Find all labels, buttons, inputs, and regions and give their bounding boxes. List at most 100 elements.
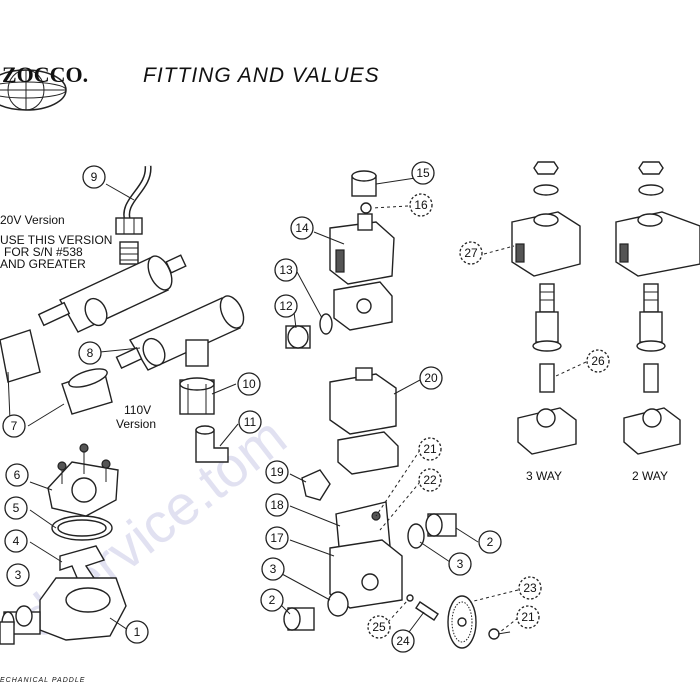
part-15-cap-nut: [351, 170, 377, 197]
callout-22: 22: [418, 468, 442, 492]
callout-1: 1: [125, 620, 149, 644]
callout-3-middle: 3: [261, 557, 285, 581]
svg-text:19: 19: [270, 465, 284, 479]
callout-6: 6: [5, 463, 29, 487]
two-way-valve-stack: [615, 161, 700, 455]
part-20-solenoid-valve: [329, 367, 399, 475]
svg-text:3: 3: [457, 557, 464, 571]
callout-2-middle: 2: [260, 588, 284, 612]
part-5-gasket: [51, 515, 113, 541]
part-2-fitting-middle: [283, 607, 315, 631]
three-way-valve-stack: [511, 161, 581, 455]
part-19-elbow-fitting: [301, 469, 331, 501]
svg-text:25: 25: [372, 620, 386, 634]
part-21-screw: [488, 628, 511, 640]
svg-text:13: 13: [279, 263, 293, 277]
callout-8: 8: [78, 341, 102, 365]
callout-17: 17: [265, 526, 289, 550]
part-16-ball: [360, 202, 372, 214]
svg-text:5: 5: [13, 501, 20, 515]
leader-lines: [7, 176, 587, 637]
part-9-steam-pipe: [115, 165, 152, 265]
part-3-seal-middle: [327, 591, 349, 617]
part-6-cover-plate: [47, 443, 119, 517]
callout-12: 12: [274, 294, 298, 318]
part-8-110v-element: [115, 295, 245, 371]
svg-text:11: 11: [244, 415, 257, 429]
svg-text:27: 27: [464, 246, 478, 260]
part-2-fitting-right: [425, 513, 457, 537]
part-11-elbow-fitting: [195, 425, 229, 463]
part-12-fitting: [285, 325, 311, 349]
callout-10: 10: [237, 372, 261, 396]
svg-text:3: 3: [15, 568, 22, 582]
svg-text:20: 20: [424, 371, 438, 385]
part-17-valve-block: [329, 539, 403, 609]
svg-text:2: 2: [487, 535, 494, 549]
svg-text:8: 8: [87, 346, 94, 360]
svg-text:9: 9: [91, 170, 98, 184]
callout-26: 26: [586, 349, 610, 373]
svg-text:24: 24: [396, 634, 410, 648]
svg-text:18: 18: [270, 498, 284, 512]
svg-text:6: 6: [14, 468, 21, 482]
callout-23: 23: [518, 576, 542, 600]
brand-logo: ZOCCO.: [0, 62, 88, 111]
callout-27: 27: [459, 241, 483, 265]
svg-text:16: 16: [414, 198, 428, 212]
callout-2-right: 2: [478, 530, 502, 554]
part-24-adjust-screw: [415, 601, 439, 621]
svg-text:3: 3: [270, 562, 277, 576]
callout-18: 18: [265, 493, 289, 517]
svg-text:14: 14: [295, 221, 309, 235]
callout-25: 25: [367, 615, 391, 639]
note-220v-line3: AND GREATER: [0, 257, 86, 271]
note-220v-line2: FOR S/N #538: [4, 245, 83, 259]
svg-text:10: 10: [242, 377, 256, 391]
svg-text:12: 12: [279, 299, 293, 313]
callout-14: 14: [290, 216, 314, 240]
svg-text:15: 15: [416, 166, 430, 180]
callout-21-upper: 21: [418, 437, 442, 461]
part-7-insulators: [0, 329, 113, 415]
callout-16: 16: [409, 193, 433, 217]
svg-text:2: 2: [269, 593, 276, 607]
part-3-seal-left: [15, 605, 33, 627]
callout-5: 5: [4, 496, 28, 520]
note-110v-line1: 110V: [124, 403, 151, 417]
part-13-o-ring: [319, 313, 333, 335]
note-220v-title: 20V Version: [0, 213, 65, 227]
callout-7: 7: [2, 414, 26, 438]
callout-15: 15: [411, 161, 435, 185]
label-3-way: 3 WAY: [526, 469, 562, 483]
svg-text:7: 7: [11, 419, 18, 433]
brand-name: ZOCCO.: [2, 62, 88, 87]
callout-24: 24: [391, 629, 415, 653]
callout-20: 20: [419, 366, 443, 390]
part-23-gear-dial: [447, 595, 477, 649]
part-2-nut-left: [0, 621, 15, 645]
svg-text:1: 1: [134, 625, 141, 639]
callout-3-left: 3: [6, 563, 30, 587]
note-220v-line1: USE THIS VERSION: [0, 233, 112, 247]
callout-19: 19: [265, 460, 289, 484]
part-14-solenoid-valve: [329, 213, 395, 331]
svg-text:22: 22: [423, 473, 437, 487]
page-title: FITTING AND VALUES: [143, 64, 380, 87]
label-2-way: 2 WAY: [632, 469, 668, 483]
callout-21-lower: 21: [516, 605, 540, 629]
svg-text:21: 21: [521, 610, 535, 624]
svg-text:23: 23: [523, 581, 537, 595]
part-22-o-ring: [407, 523, 425, 549]
part-25-pin: [406, 594, 414, 602]
svg-text:26: 26: [591, 354, 605, 368]
part-8-220v-element: [37, 254, 187, 333]
note-110v-line2: Version: [116, 417, 156, 431]
callout-9: 9: [82, 165, 106, 189]
svg-text:17: 17: [270, 531, 284, 545]
footer-caption: ECHANICAL PADDLE: [0, 677, 85, 684]
svg-text:4: 4: [13, 534, 20, 548]
callout-11: 11: [238, 410, 262, 434]
